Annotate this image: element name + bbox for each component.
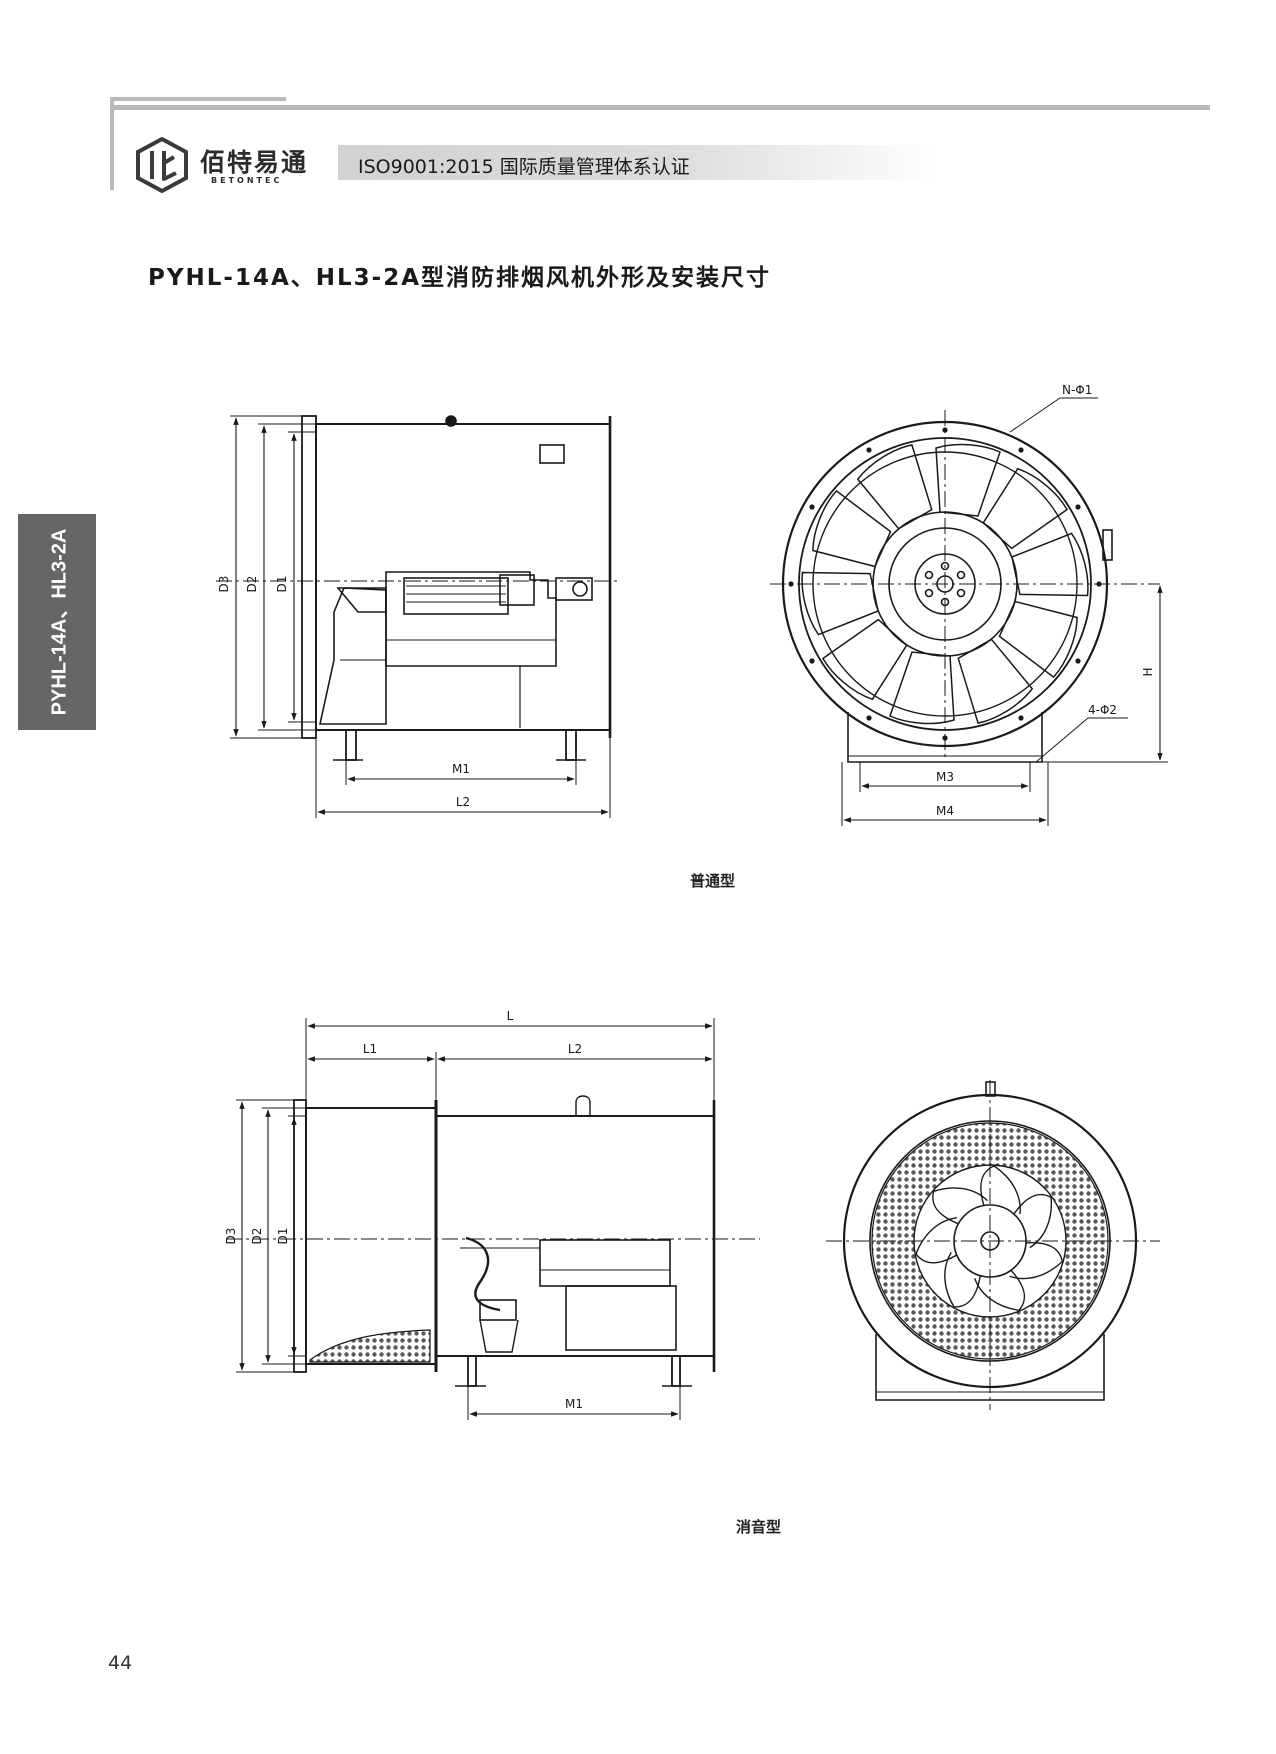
dim-label-m1-silencer: M1 (565, 1397, 583, 1411)
header-rule (110, 105, 1210, 110)
logo-text: 佰特易通 (200, 148, 309, 177)
header-rule-vertical (110, 97, 114, 190)
dim-label-l1: L1 (363, 1042, 377, 1056)
dim-label-m3: M3 (936, 770, 954, 784)
certification-text: ISO9001:2015 国际质量管理体系认证 (358, 156, 690, 178)
dim-label-d3-silencer: D3 (224, 1228, 238, 1245)
header-rule-accent (110, 97, 286, 101)
dim-label-d1-silencer: D1 (276, 1228, 290, 1245)
caption-silencer: 消音型 (736, 1518, 782, 1536)
side-tab (18, 514, 96, 730)
dim-label-l2: L2 (456, 795, 470, 809)
dim-label-m4: M4 (936, 804, 954, 818)
dim-label-d1: D1 (275, 576, 289, 593)
standard-side-view (216, 415, 620, 818)
company-logo-icon (136, 137, 188, 193)
dim-label-d2: D2 (245, 576, 259, 593)
dim-label-h: H (1141, 667, 1155, 676)
certification-band (338, 145, 938, 180)
dim-label-d3: D3 (217, 576, 231, 593)
dim-label-d2-silencer: D2 (250, 1228, 264, 1245)
page-title: PYHL-14A、HL3-2A型消防排烟风机外形及安装尺寸 (148, 265, 772, 291)
dim-label-l2-silencer: L2 (568, 1042, 582, 1056)
dim-label-m1: M1 (452, 762, 470, 776)
label-4-phi2: 4-Φ2 (1088, 703, 1117, 717)
caption-standard: 普通型 (690, 872, 736, 890)
dim-label-l: L (507, 1009, 514, 1023)
silencer-front-view (826, 1080, 1160, 1410)
label-n-phi1: N-Φ1 (1062, 383, 1092, 397)
page-number: 44 (108, 1652, 133, 1674)
logo-subtext: BETONTEC (211, 176, 283, 185)
standard-front-view (770, 397, 1168, 826)
silencer-side-view (226, 1018, 760, 1420)
